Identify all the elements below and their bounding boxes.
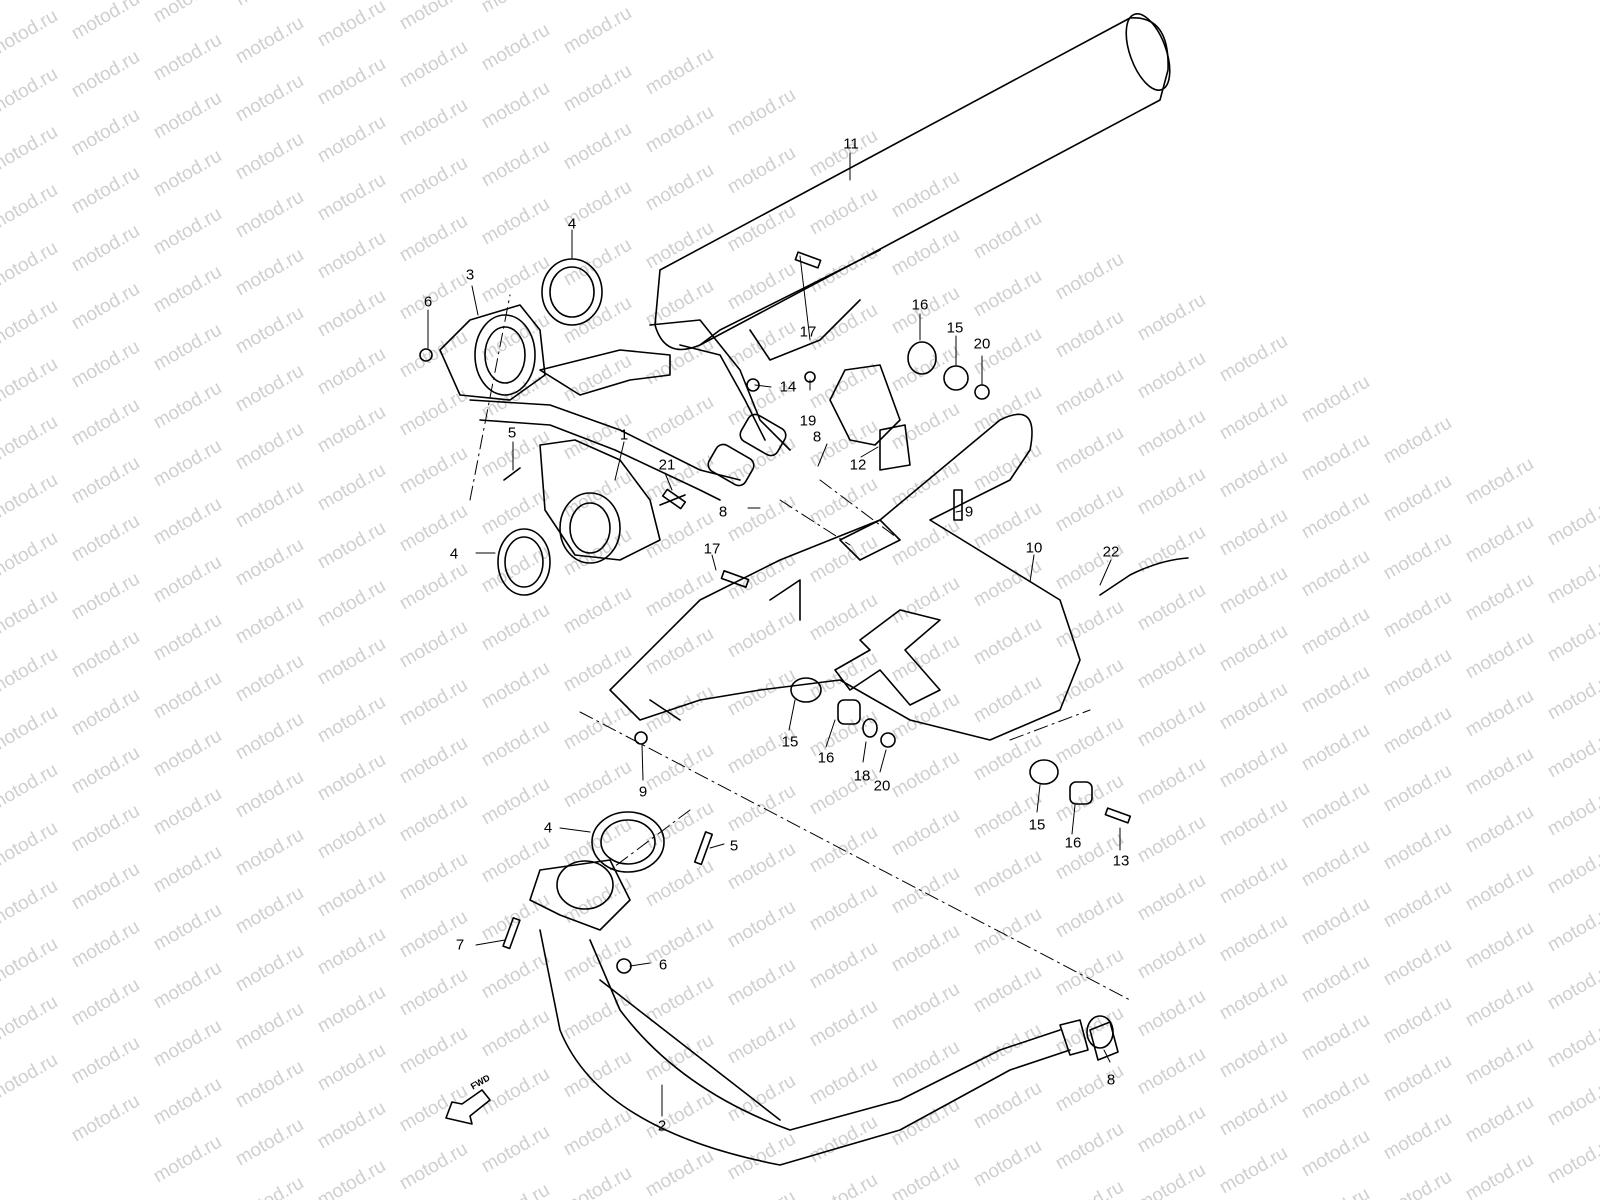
rear-exhaust-pipe (469, 319, 791, 501)
collector-chamber (609, 413, 1081, 741)
callout-20: 20 (873, 777, 891, 795)
callout-22: 22 (1102, 543, 1120, 561)
callout-4: 4 (449, 545, 459, 563)
callout-14: 14 (779, 378, 797, 396)
callout-3: 3 (465, 266, 475, 284)
callout-21: 21 (658, 456, 676, 474)
hanger-bracket (829, 364, 911, 471)
callout-20: 20 (973, 335, 991, 353)
rear-flange (419, 304, 546, 401)
callout-8: 8 (812, 428, 822, 446)
callout-4: 4 (543, 819, 553, 837)
callout-19: 19 (799, 412, 817, 430)
callout-16: 16 (911, 296, 929, 314)
callout-12: 12 (849, 456, 867, 474)
callout-8: 8 (1106, 1071, 1116, 1089)
callout-5: 5 (729, 837, 739, 855)
callout-7: 7 (455, 936, 465, 954)
callout-6: 6 (658, 956, 668, 974)
callout-6: 6 (423, 293, 433, 311)
callout-17: 17 (799, 323, 817, 341)
callout-15: 15 (946, 319, 964, 337)
callout-2: 2 (657, 1117, 667, 1135)
leader-lines (427, 152, 1121, 1117)
fasteners (502, 251, 1189, 1049)
callout-15: 15 (781, 733, 799, 751)
callout-15: 15 (1028, 816, 1046, 834)
fwd-arrow-icon (445, 1089, 491, 1125)
callout-8: 8 (718, 503, 728, 521)
gasket-rings (497, 258, 665, 873)
callout-11: 11 (843, 135, 859, 153)
front-flange (503, 439, 686, 564)
callout-13: 13 (1112, 852, 1130, 870)
callout-9: 9 (638, 783, 648, 801)
rear-muffler (654, 13, 1171, 361)
front-exhaust-pipe (529, 859, 1119, 1166)
callout-10: 10 (1025, 539, 1043, 557)
callout-16: 16 (1064, 834, 1082, 852)
assembly-guide-lines (469, 294, 1131, 1001)
callout-4: 4 (567, 215, 577, 233)
callout-16: 16 (817, 749, 835, 767)
callout-1: 1 (619, 426, 629, 444)
callout-5: 5 (507, 424, 517, 442)
callout-17: 17 (703, 540, 721, 558)
callout-18: 18 (853, 767, 871, 785)
callout-9: 9 (964, 503, 974, 521)
